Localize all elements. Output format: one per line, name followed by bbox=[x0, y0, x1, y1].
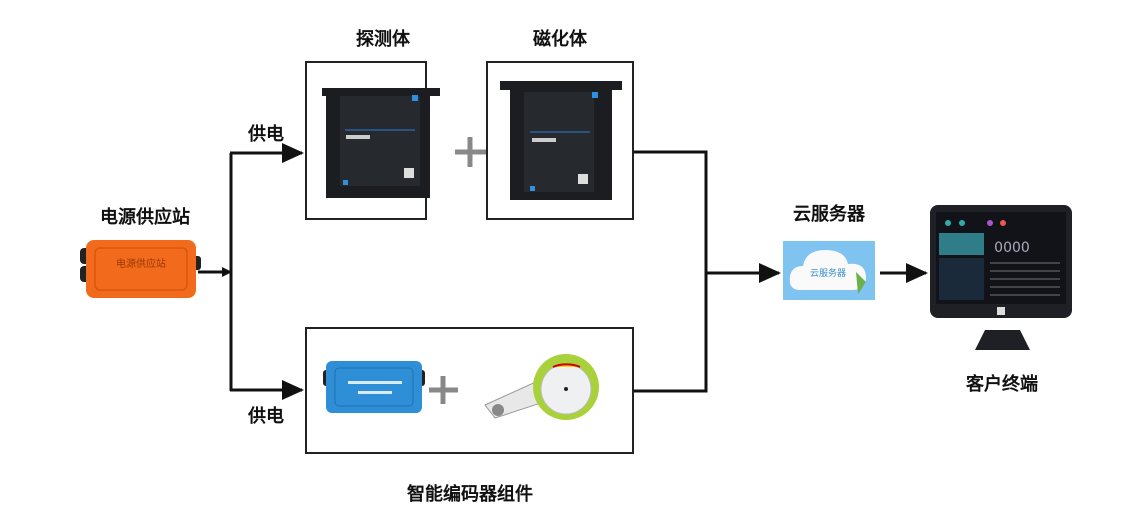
client-terminal-image: 0000 bbox=[930, 205, 1072, 350]
plus-icon-2 bbox=[429, 376, 458, 404]
power-station-face-text: 电源供应站 bbox=[116, 257, 166, 270]
connector-lines bbox=[198, 143, 928, 400]
terminal-readout: 0000 bbox=[994, 240, 1030, 256]
cloud-server-label: 云服务器 bbox=[793, 204, 865, 225]
power-station-label: 电源供应站 bbox=[100, 207, 190, 228]
power-supply-label-top: 供电 bbox=[248, 124, 284, 145]
encoder-assembly-box bbox=[305, 327, 634, 454]
encoder-controller-image bbox=[323, 361, 425, 413]
detector-label: 探测体 bbox=[356, 29, 410, 50]
magnetizer-label: 磁化体 bbox=[533, 29, 587, 50]
encoder-assembly-label: 智能编码器组件 bbox=[407, 484, 533, 505]
power-supply-label-bottom: 供电 bbox=[248, 406, 284, 427]
detector-device-image bbox=[322, 88, 440, 198]
cloud-server-image: 云服务器 bbox=[783, 241, 875, 300]
client-terminal-label: 客户终端 bbox=[966, 374, 1038, 395]
plus-icon bbox=[455, 137, 486, 167]
line-magnetizer-to-join bbox=[633, 150, 708, 393]
power-station-image: 电源供应站 bbox=[80, 240, 201, 298]
magnetizer-device-image bbox=[500, 81, 622, 200]
magnetizer-box bbox=[486, 61, 634, 220]
cloud-icon-text: 云服务器 bbox=[810, 267, 846, 279]
encoder-wheel-image bbox=[484, 354, 599, 420]
